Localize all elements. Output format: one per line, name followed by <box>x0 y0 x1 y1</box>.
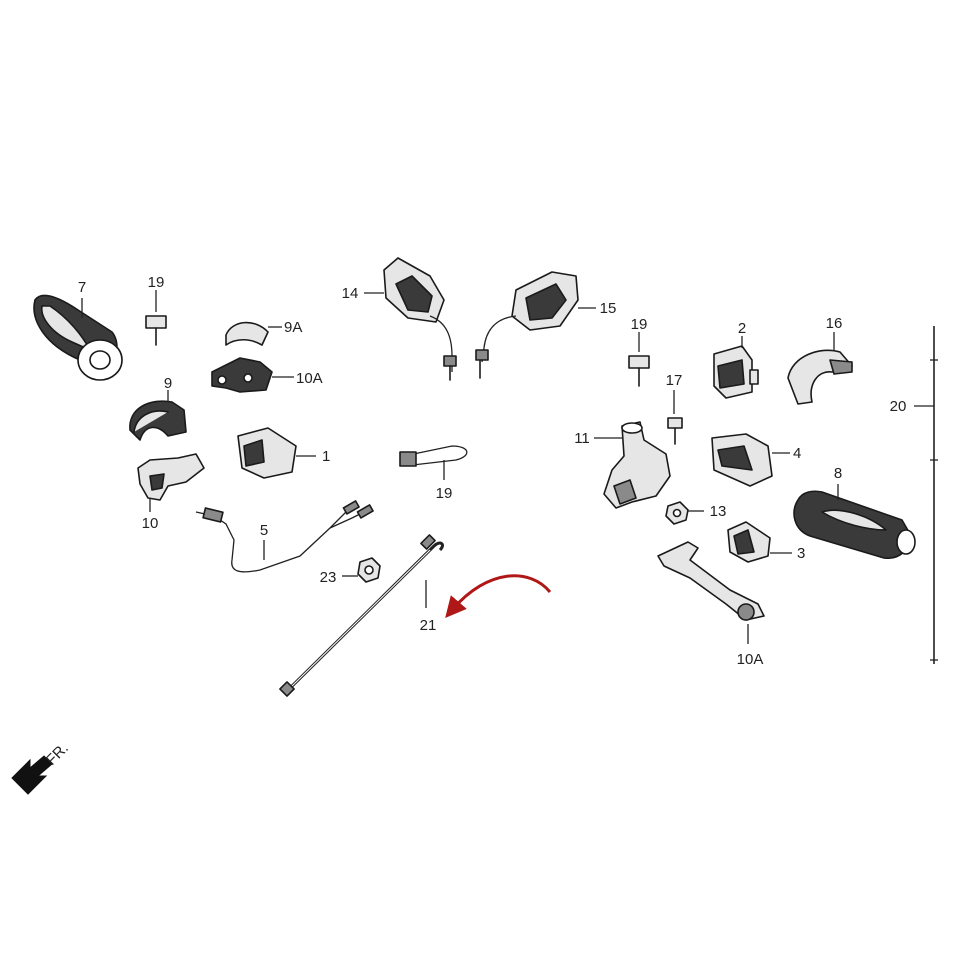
part-label-22: 21 <box>420 617 437 634</box>
pivot-bolt-icon <box>667 390 683 445</box>
left-mirror-icon <box>364 257 457 381</box>
part-label-13: 10A <box>737 651 764 668</box>
clamp-icon <box>787 332 853 405</box>
front-arrow-icon <box>11 755 53 795</box>
part-label-2: 2 <box>738 320 746 337</box>
lever-switch-icon <box>727 521 792 563</box>
part-label-16: 16 <box>826 315 843 332</box>
part-label-15: 15 <box>600 300 617 317</box>
lower-housing-icon <box>137 453 205 512</box>
bracket-icon <box>211 357 294 393</box>
part-label-19-right: 19 <box>631 316 648 333</box>
nut-icon <box>665 501 704 525</box>
switch-housing-left-icon <box>237 427 316 479</box>
switch-housing-right-icon <box>711 433 790 487</box>
part-label-20: 19 <box>436 485 453 502</box>
wire-harness-icon <box>195 500 374 573</box>
part-label-21: 20 <box>890 398 907 415</box>
part-label-10: 10 <box>142 515 159 532</box>
small-cover-icon <box>225 321 282 346</box>
right-mirror-icon <box>475 271 596 379</box>
part-label-14: 14 <box>342 285 359 302</box>
master-cylinder-icon <box>594 421 671 509</box>
brake-lever-icon <box>657 541 765 644</box>
part-label-1: 1 <box>322 448 330 465</box>
upper-housing-icon <box>129 390 187 441</box>
part-label-3: 3 <box>797 545 805 562</box>
part-label-10a: 10A <box>296 370 323 387</box>
part-label-11: 11 <box>574 430 590 447</box>
part-label-7: 7 <box>78 279 86 296</box>
bolt-icon <box>628 332 650 387</box>
throttle-cable-icon <box>279 534 444 697</box>
part-label-9: 9 <box>164 375 172 392</box>
cable-tie-icon <box>399 445 468 480</box>
part-label-9a: 9A <box>284 319 302 336</box>
part-label-23: 23 <box>320 569 337 586</box>
part-label-8: 8 <box>834 465 842 482</box>
part-label-17: 17 <box>666 372 683 389</box>
part-label-4: 4 <box>793 445 801 462</box>
rod-icon <box>914 326 938 664</box>
switch-unit-icon <box>713 336 759 399</box>
part-label-5: 5 <box>260 522 268 539</box>
nut-icon <box>342 557 381 583</box>
part-label-19-left: 19 <box>148 274 165 291</box>
part-label-18: 13 <box>710 503 727 520</box>
red-curved-arrow-icon <box>445 574 552 618</box>
bolt-icon <box>145 290 167 346</box>
right-grip-icon <box>793 484 916 559</box>
left-grip-icon <box>33 294 123 381</box>
